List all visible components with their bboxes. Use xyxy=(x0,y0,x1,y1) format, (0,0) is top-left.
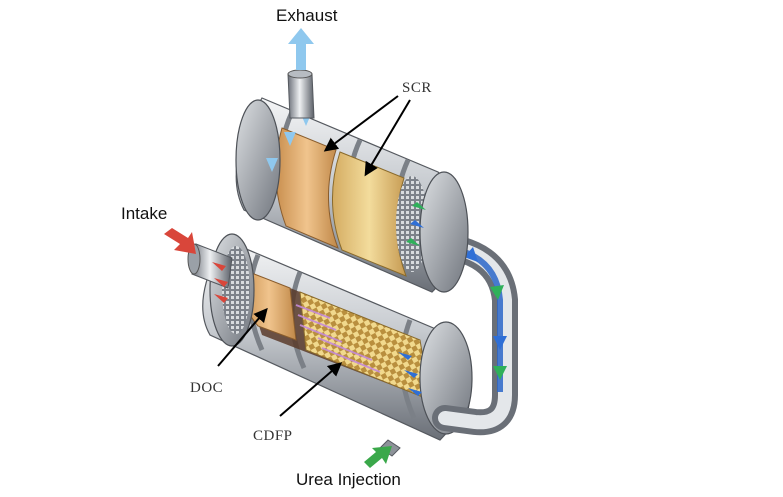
upper-left-cap xyxy=(235,99,281,221)
cdfp-leader xyxy=(279,362,343,417)
scr-leader-1 xyxy=(323,95,399,152)
upper-canister xyxy=(235,69,469,293)
intake-arrow xyxy=(164,228,196,254)
inlet-flow-arrows xyxy=(212,262,228,303)
lower-outlet-flow-arrows xyxy=(398,352,422,396)
urea-arrow xyxy=(364,446,392,468)
exhaust-label: Exhaust xyxy=(276,6,338,25)
cdfp-label: CDFP xyxy=(253,428,293,444)
upper-end-cap xyxy=(419,171,469,293)
doc-label: DOC xyxy=(190,380,223,396)
lower-outlet-cap xyxy=(419,321,473,435)
exhaust-stack-mouth xyxy=(287,69,313,79)
exhaust-stack xyxy=(287,73,315,119)
doc-leader xyxy=(217,307,268,367)
intake-label: Intake xyxy=(121,204,167,223)
scr-inlet-flow-arrows xyxy=(406,202,426,246)
cdfp-flow-streaks xyxy=(295,304,381,373)
lower-canister xyxy=(187,233,473,441)
scr-label: SCR xyxy=(402,80,432,96)
urea-injection-label: Urea Injection xyxy=(296,470,401,489)
scr-leader-2 xyxy=(364,99,411,177)
exhaust-arrow xyxy=(288,28,314,70)
pipe-flow-arrows xyxy=(464,247,507,380)
